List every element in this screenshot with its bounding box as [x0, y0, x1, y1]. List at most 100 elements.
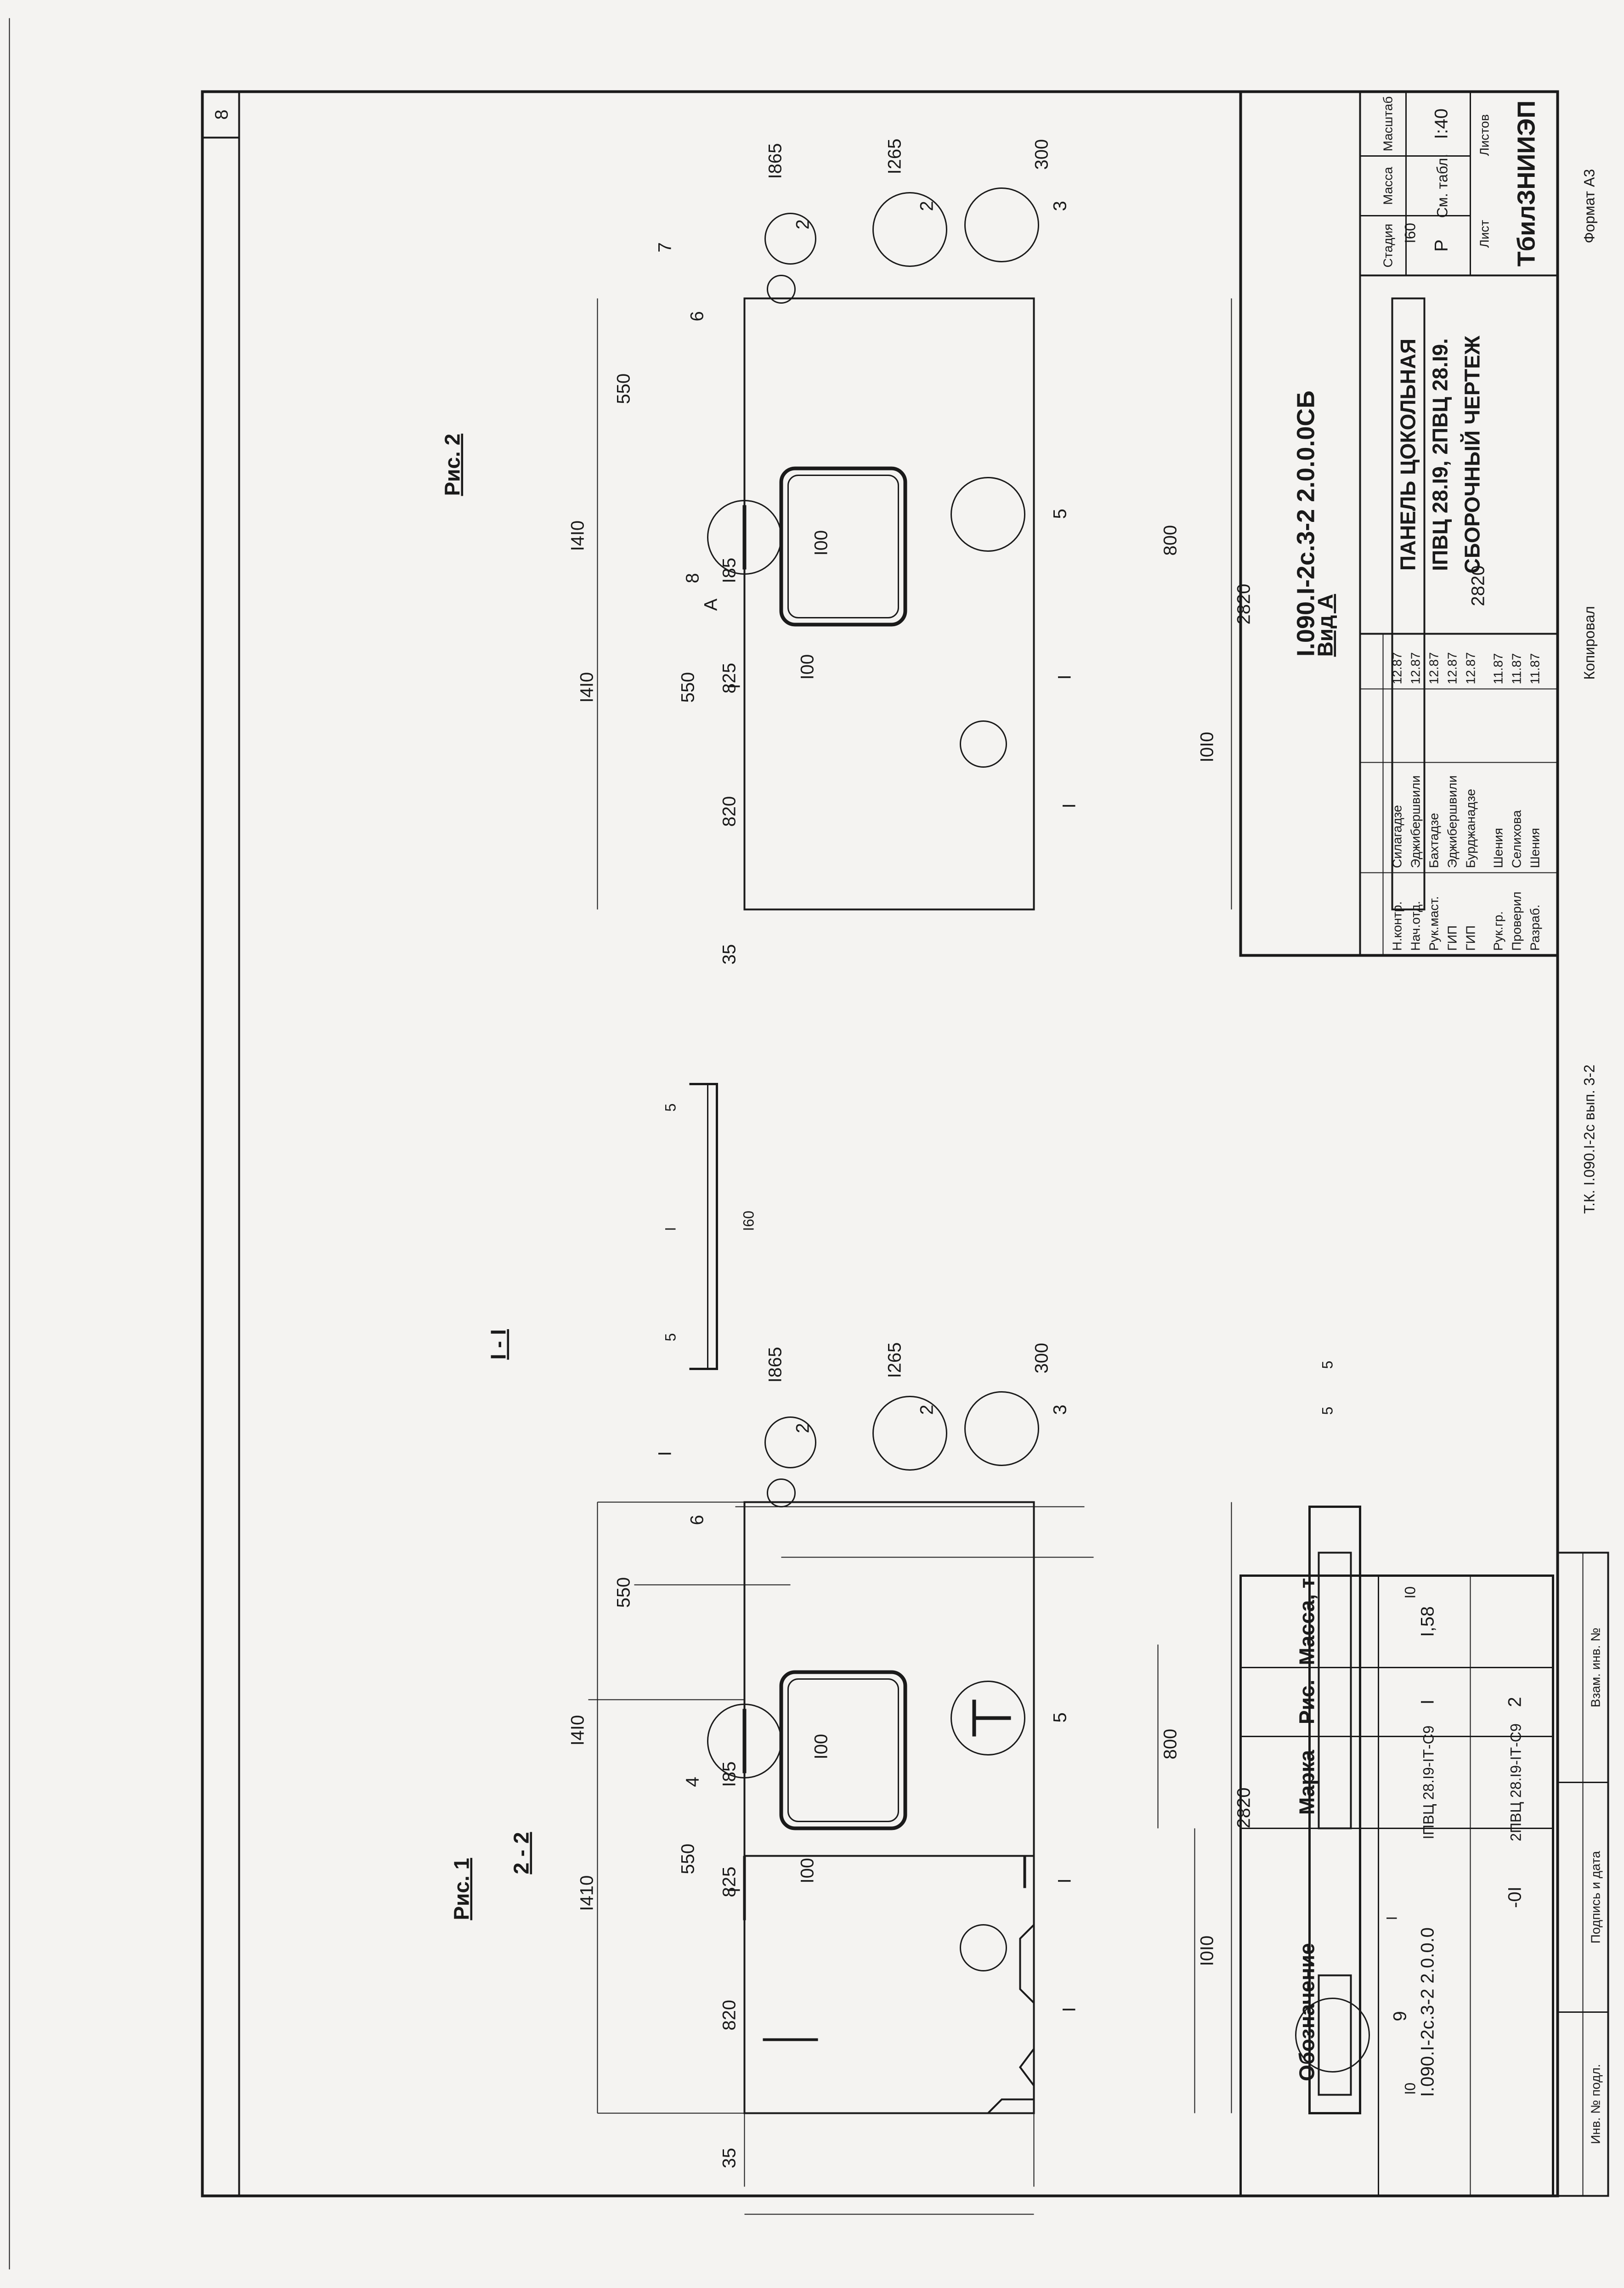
fig2-section-I-c: I	[1059, 803, 1080, 808]
fig1-window	[779, 1670, 907, 1830]
fig1-callout-5	[951, 1681, 1025, 1756]
signer-role: ГИП	[1464, 925, 1478, 951]
fig2-dim-2820: 2820	[1234, 584, 1254, 625]
fig1-section-I-a: I	[724, 1887, 744, 1892]
stamp-replace-label: Взам. инв. №	[1589, 1628, 1603, 1707]
fig2-dim-1265: I265	[885, 139, 905, 175]
title-scale-header: Масштаб	[1381, 96, 1395, 152]
fig1-dim-300: 300	[1032, 1343, 1052, 1374]
view-A-dim-2820: 2820	[1468, 566, 1488, 606]
fig1-dim-2820: 2820	[1234, 1788, 1254, 1829]
section-I-dim-160: I60	[741, 1211, 757, 1231]
fig2-callout-label-6: 6	[687, 311, 707, 321]
fig1-callout-label-5: 5	[1050, 1712, 1070, 1722]
section-I-dim-5a: 5	[662, 1333, 679, 1342]
signer-date: 12.87	[1464, 652, 1478, 684]
fig1-callout-label-4: 4	[683, 1777, 703, 1787]
section-I-dim-I: I	[662, 1227, 679, 1231]
fig2-dim-100a: I00	[798, 654, 818, 680]
fig1-dim-550: 550	[614, 1577, 634, 1608]
signer-name: Селихова	[1510, 810, 1524, 868]
title-stage-header: Стадия	[1381, 224, 1395, 267]
fig2-dim-1010: I0I0	[1197, 732, 1217, 763]
fig1-dim-1410a: I410	[577, 1875, 597, 1911]
fig2-dim-300: 300	[1032, 139, 1052, 170]
fig1-section-I-b: I	[1055, 1878, 1075, 1883]
fig1-panel-body	[743, 1501, 1035, 2114]
signer-role: Проверил	[1510, 892, 1524, 951]
fig2-dim-825: 825	[719, 663, 740, 694]
spec-header-fig: Рис.	[1295, 1680, 1319, 1724]
fig2-callout-8	[707, 500, 782, 575]
signer-name: Силагадзе	[1390, 805, 1404, 868]
fig2-callout-label-7: 7	[655, 242, 675, 252]
fig1-dim-100b: I00	[811, 1734, 832, 1760]
stamp-tk-code: Т.К. I.090.I-2с вып. 3-2	[1581, 1065, 1598, 1214]
fig2-callout-7	[764, 213, 816, 265]
fig2-section-I-a: I	[724, 684, 744, 689]
fig2-window	[779, 466, 907, 627]
spec-row2-mark: 2ПВЦ 28.I9-IТ-С9	[1508, 1723, 1524, 1841]
fig2-callout-5	[951, 477, 1025, 552]
signer-name: Бурджанадзе	[1464, 789, 1478, 868]
title-sheet-header: Лист	[1477, 220, 1492, 248]
fig1-dim-185: I85	[719, 1761, 740, 1787]
section-I-title: I - I	[487, 1329, 510, 1359]
signer-role: Н.контр.	[1390, 901, 1404, 951]
section-2-dim-10b: I0	[1402, 1586, 1419, 1599]
fig2-callout-3	[964, 187, 1039, 262]
fig2-callout-label-5: 5	[1050, 509, 1070, 519]
title-block: I.090.I-2с.3-2 2.0.0.0СБ ПАНЕЛЬ ЦОКОЛЬНА…	[1239, 90, 1559, 957]
section-2-dim-10a: I0	[1402, 2083, 1419, 2095]
signer-name: Шения	[1528, 828, 1542, 868]
signer-role: ГИП	[1445, 925, 1460, 951]
fig1-dim-35: 35	[719, 2148, 740, 2169]
fig1-callout-label-3: 3	[1050, 1405, 1070, 1415]
fig2-dim-100b: I00	[811, 530, 832, 556]
spec-table: Обозначение Марка Рис. Масса, т I.090.I-…	[1239, 1574, 1554, 2197]
fig2-callout-label-8: 8	[683, 573, 703, 583]
fig2-callout-2	[872, 192, 947, 267]
signer-name: Эджибершвили	[1445, 776, 1460, 868]
fig2-section-I-b: I	[1055, 674, 1075, 680]
spec-row1-fig: I	[1418, 1699, 1438, 1705]
section-2-dim-5a: 5	[1319, 1407, 1336, 1415]
fig1-callout-3	[964, 1391, 1039, 1466]
spec-header-mass: Масса, т	[1295, 1578, 1319, 1665]
signer-role: Нач.отд.	[1409, 901, 1423, 951]
fig1-detail-circle	[960, 1924, 1007, 1971]
fig1-callout-label-2b: 2	[917, 1405, 937, 1415]
footer-copied: Копировал	[1581, 606, 1598, 680]
signer-name: Шения	[1491, 828, 1505, 868]
fig2-panel-body	[743, 297, 1035, 911]
stamp-inv-label: Инв. № подл.	[1589, 2064, 1603, 2144]
title-line-2: IПВЦ 28.I9, 2ПВЦ 28.I9.	[1428, 338, 1452, 571]
fig2-dim-800: 800	[1160, 525, 1181, 556]
fig1-dim-1265: I265	[885, 1342, 905, 1378]
signer-role: Разраб.	[1528, 905, 1542, 951]
fig2-dim-1410b: I4I0	[568, 521, 588, 551]
signer-date: 11.87	[1510, 653, 1524, 685]
title-organization: ТбилЗНИИЭП	[1513, 101, 1540, 267]
fig1-callout-1	[764, 1416, 816, 1468]
signer-role: Рук.гр.	[1491, 911, 1505, 951]
fig1-dim-100a: I00	[798, 1858, 818, 1884]
fig1-panel: Рис. 1 I410	[450, 1342, 1254, 2215]
fig2-callout-label-2b: 2	[917, 201, 937, 211]
view-A-title: Вид А	[1313, 594, 1337, 657]
title-line-1: ПАНЕЛЬ ЦОКОЛЬНАЯ	[1396, 339, 1420, 571]
title-sheets-header: Листов	[1477, 114, 1492, 156]
fig1-callout-4	[707, 1704, 782, 1778]
fig1-dim-1410b: I4I0	[568, 1715, 588, 1746]
fig2-callout-6	[767, 275, 796, 304]
spec-header-designation: Обозначение	[1295, 1943, 1319, 2081]
fig1-dim-1010: I0I0	[1197, 1936, 1217, 1966]
fig2-dim-550: 550	[614, 374, 634, 404]
fig2-panel: Рис. 2 I4I0 I4I0 550 550 I00 I00 I0I0 80…	[441, 139, 1254, 965]
fig1-callout-label-6: 6	[687, 1515, 707, 1525]
fig2-dim-185: I85	[719, 558, 740, 583]
fig2-window-inner	[787, 475, 899, 618]
spec-row1-designation: I.090.I-2с.3-2 2.0.0.0	[1418, 1927, 1438, 2097]
fig2-view-A-marker: А	[701, 599, 721, 611]
fig1-callout-label-2: 2	[793, 1423, 813, 1433]
